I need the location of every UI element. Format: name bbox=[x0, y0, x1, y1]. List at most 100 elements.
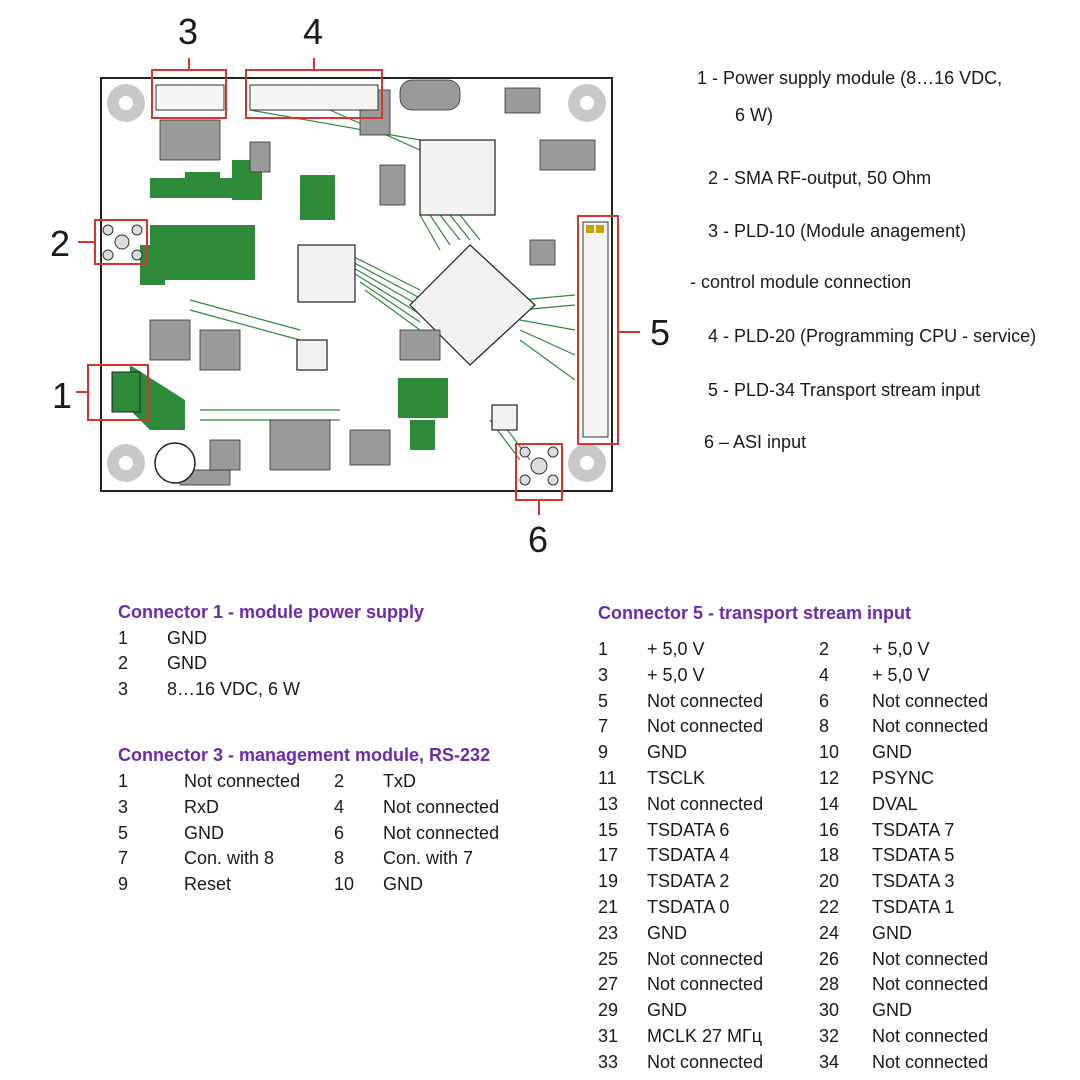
pin-number: 17 bbox=[598, 845, 619, 866]
pin-value: TSCLK bbox=[647, 768, 706, 788]
pin-number: 8 bbox=[819, 716, 830, 737]
legend-line-5: 5 - PLD-34 Transport stream input bbox=[708, 380, 981, 400]
pin-value: TSDATA 0 bbox=[647, 897, 730, 917]
pin-number: 18 bbox=[819, 845, 840, 866]
pin-number: 5 bbox=[118, 822, 129, 843]
pin-value: Not connected bbox=[383, 796, 500, 817]
pin-value: + 5,0 V bbox=[647, 664, 705, 685]
pin-value: DVAL bbox=[872, 793, 918, 814]
table-row: 29 GND 30 GND bbox=[598, 1000, 1058, 1026]
pin-number: 29 bbox=[598, 1000, 619, 1021]
pin-value: GND bbox=[647, 922, 687, 943]
pin-value: Not connected bbox=[647, 793, 764, 814]
pin-number: 30 bbox=[819, 1000, 840, 1021]
pin-value: GND bbox=[872, 1000, 912, 1021]
legend-line-6: 6 – ASI input bbox=[704, 432, 807, 452]
pin-number: 3 bbox=[118, 679, 129, 699]
pin-number: 33 bbox=[598, 1051, 619, 1072]
callout-3: 3 bbox=[178, 11, 199, 52]
legend-line-3: 3 - PLD-10 (Module anagement) bbox=[708, 221, 967, 241]
chips bbox=[296, 139, 536, 431]
pin-value: TSDATA 5 bbox=[872, 845, 955, 866]
table-row: 11 TSCLK 12 PSYNC bbox=[598, 768, 1058, 794]
pin-value: GND bbox=[383, 874, 423, 895]
pin-number: 6 bbox=[819, 690, 830, 711]
pin-number: 15 bbox=[598, 819, 619, 840]
pin-value: TxD bbox=[383, 771, 416, 791]
pin-value: Not connected bbox=[872, 1051, 989, 1072]
pin-value: TSDATA 6 bbox=[647, 819, 730, 840]
callout-2: 2 bbox=[50, 223, 71, 264]
callout-5: 5 bbox=[650, 312, 671, 353]
pin-value: GND bbox=[647, 742, 687, 763]
pin-value: Not connected bbox=[647, 974, 764, 995]
connector-3-header bbox=[155, 84, 225, 111]
pin-number: 10 bbox=[334, 874, 355, 895]
pin-value: 8…16 VDC, 6 W bbox=[167, 679, 301, 699]
connector-1-terminal bbox=[111, 371, 141, 413]
pin-number: 14 bbox=[819, 793, 840, 814]
callout-4: 4 bbox=[303, 11, 324, 52]
pin-number: 31 bbox=[598, 1026, 619, 1046]
pin-value: Not connected bbox=[647, 716, 764, 737]
pin-number: 1 bbox=[118, 771, 129, 791]
legend-line-4: 4 - PLD-20 (Programming CPU - service) bbox=[708, 326, 1037, 346]
pin-number: 19 bbox=[598, 871, 619, 892]
pin-value: Con. with 7 bbox=[383, 848, 474, 869]
pin-value: MCLK 27 МГц bbox=[647, 1026, 763, 1046]
pin-number: 23 bbox=[598, 922, 619, 943]
pin-number: 12 bbox=[819, 768, 840, 788]
pin-number: 2 bbox=[334, 771, 345, 791]
pin-value: Not connected bbox=[872, 948, 989, 969]
callout-leaders bbox=[76, 58, 640, 515]
pin-value: TSDATA 2 bbox=[647, 871, 730, 892]
pin-number: 11 bbox=[598, 768, 617, 788]
pin-value: Not connected bbox=[647, 1051, 764, 1072]
callout-6: 6 bbox=[528, 519, 549, 560]
connector-2-sma bbox=[102, 224, 143, 261]
pin-number: 6 bbox=[334, 822, 345, 843]
pin-value: GND bbox=[872, 742, 912, 763]
legend-line-2: 2 - SMA RF-output, 50 Ohm bbox=[708, 168, 932, 188]
mounting-holes bbox=[107, 84, 606, 482]
pin-value: RxD bbox=[184, 796, 219, 817]
pin-number: 1 bbox=[598, 639, 609, 659]
pin-number: 13 bbox=[598, 793, 619, 814]
legend-line-1-cont: 6 W) bbox=[735, 105, 773, 125]
pin-value: Not connected bbox=[872, 690, 989, 711]
pin-number: 10 bbox=[819, 742, 840, 763]
pin-value: Not connected bbox=[647, 948, 764, 969]
pin-value: GND bbox=[167, 653, 207, 673]
connector-6-asi bbox=[519, 446, 559, 486]
pin-value: Not connected bbox=[872, 974, 989, 995]
legend-line-3-cont: - control module connection bbox=[690, 272, 912, 292]
connector-5-title: Connector 5 - transport stream input bbox=[598, 603, 912, 623]
pin-value: PSYNC bbox=[872, 768, 935, 788]
pin-number: 2 bbox=[819, 639, 830, 659]
pin-value: GND bbox=[647, 1000, 687, 1021]
pin-value: Con. with 8 bbox=[184, 848, 275, 869]
pin-number: 20 bbox=[819, 871, 840, 892]
pin-number: 5 bbox=[598, 690, 609, 711]
connector-5-pins bbox=[586, 225, 604, 233]
pin-number: 16 bbox=[819, 819, 840, 840]
pin-value: Not connected bbox=[383, 822, 500, 843]
pin-value: Not connected bbox=[184, 771, 301, 791]
pin-number: 25 bbox=[598, 948, 619, 969]
pin-number: 21 bbox=[598, 897, 619, 917]
connector-5-header bbox=[582, 221, 609, 438]
pin-value: TSDATA 1 bbox=[872, 897, 955, 917]
pin-number: 3 bbox=[118, 796, 129, 817]
pin-number: 32 bbox=[819, 1026, 840, 1046]
connector-1-title: Connector 1 - module power supply bbox=[118, 602, 425, 622]
pcb-board-diagram bbox=[76, 58, 640, 515]
pin-number: 4 bbox=[334, 796, 345, 817]
